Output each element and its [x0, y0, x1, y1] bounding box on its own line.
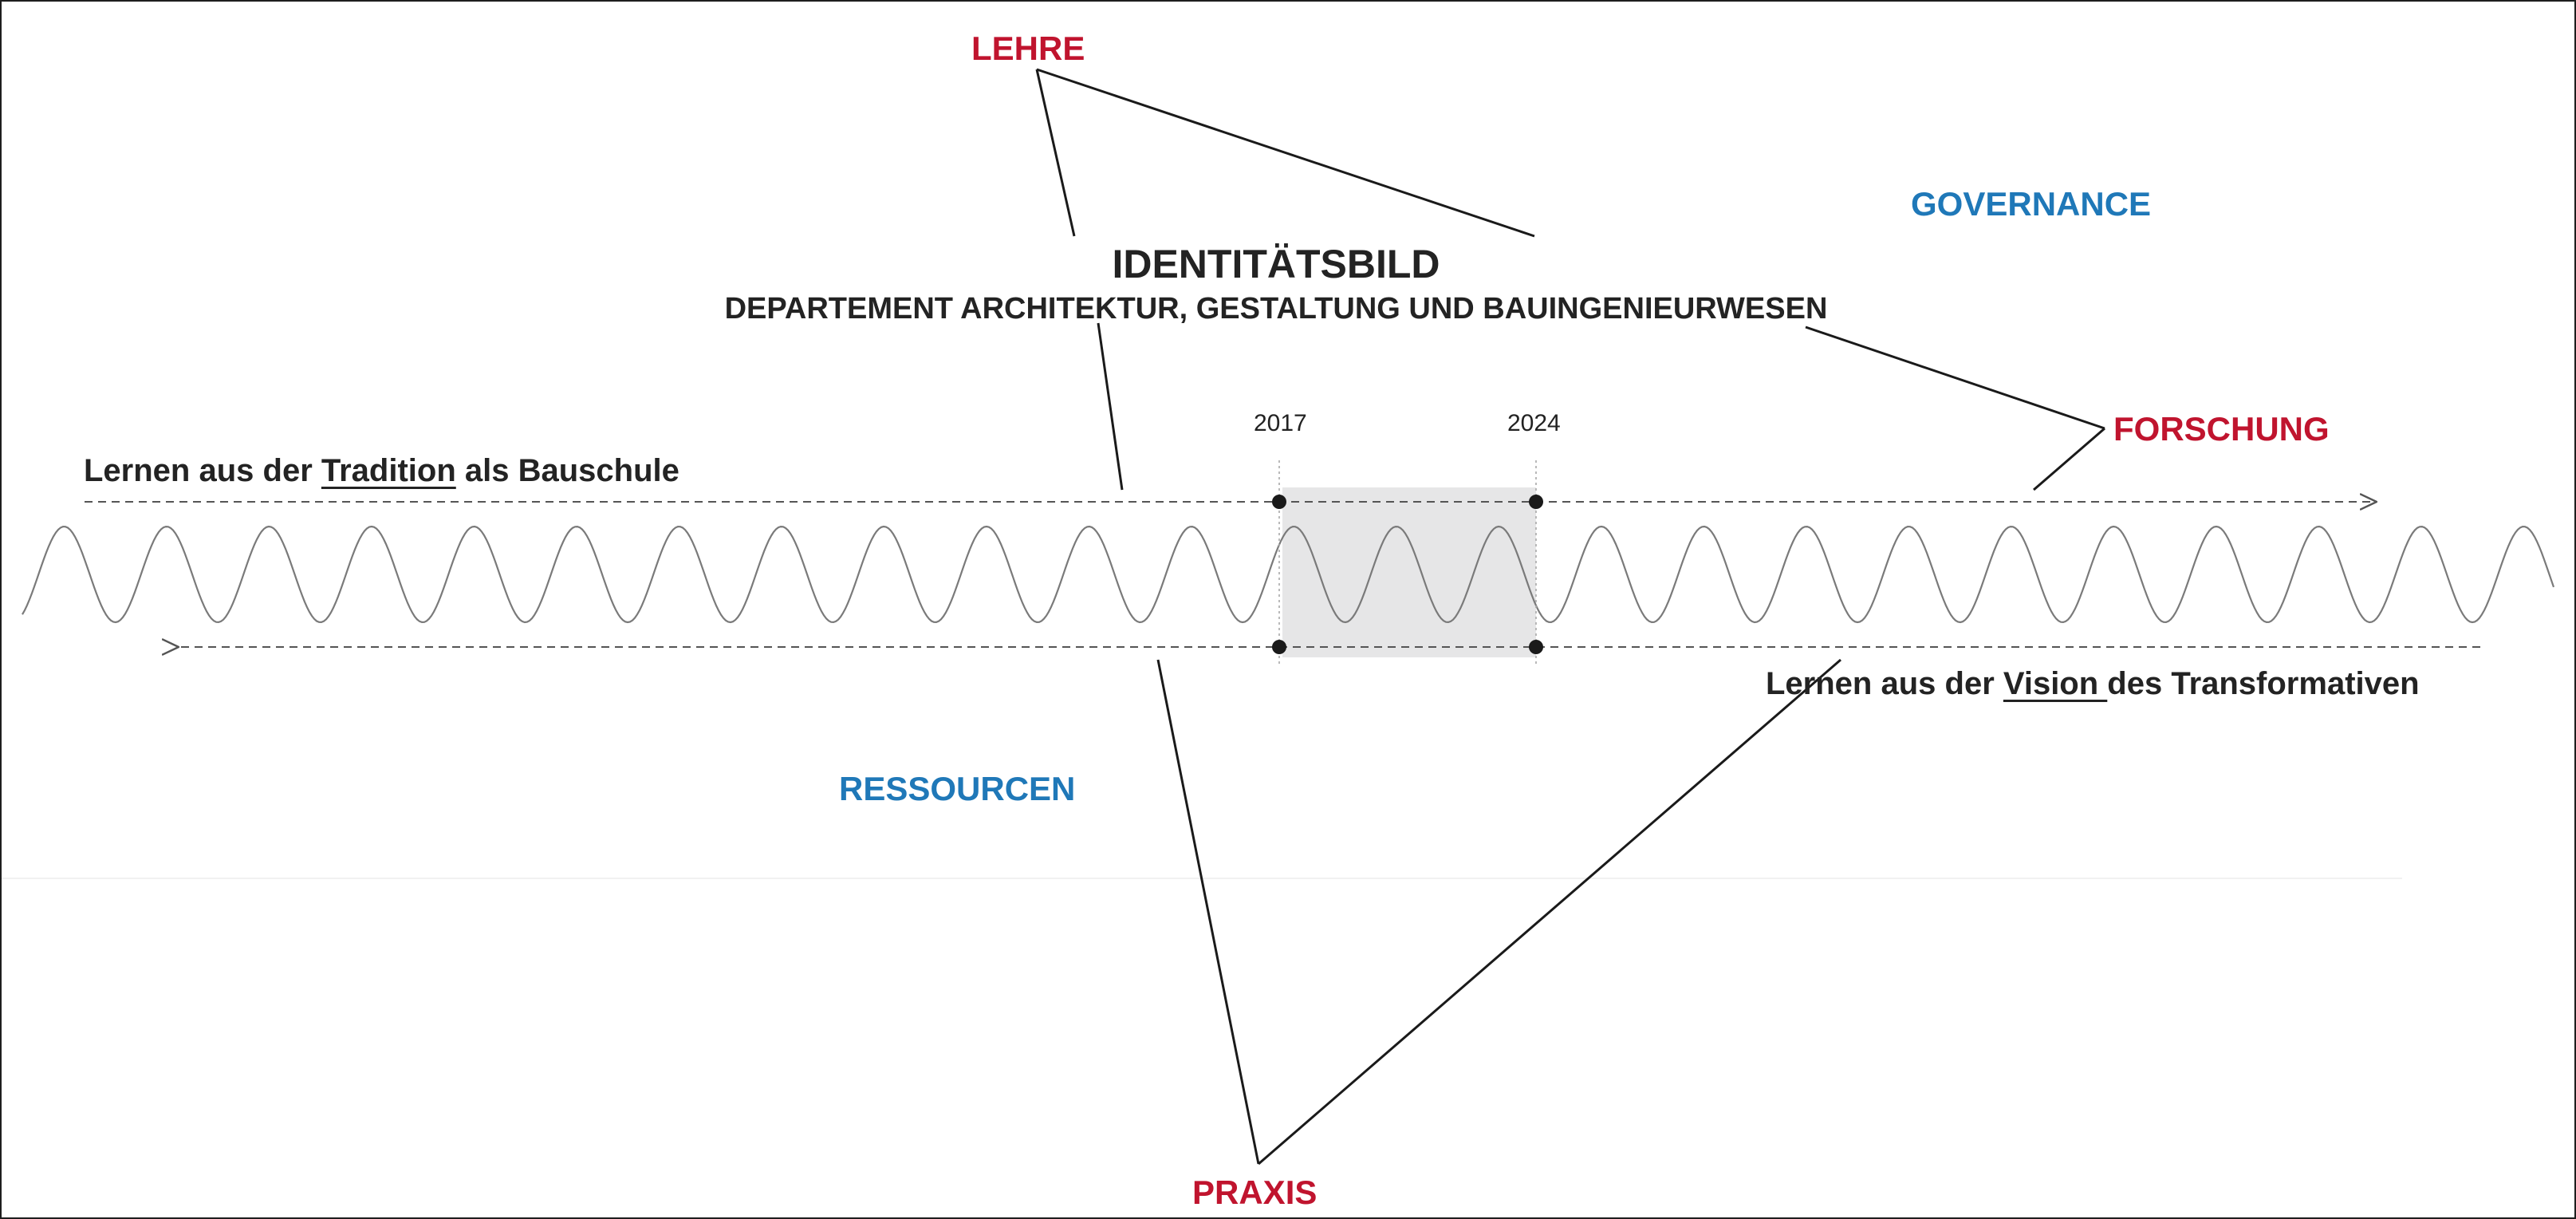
vision-arrow-label: Lernen aus der Vision des Transformative… — [1766, 668, 2420, 700]
tradition-arrow-label: Lernen aus der Tradition als Bauschule — [84, 455, 679, 487]
node-praxis: PRAXIS — [1192, 1174, 1318, 1211]
tradition-label-suffix: als Bauschule — [455, 453, 679, 488]
forschung-connector-lower — [2033, 427, 2105, 491]
marker-2024-bottom — [1529, 640, 1543, 654]
node-forschung: FORSCHUNG — [2113, 410, 2330, 448]
lehre-triangle-left-edge-lower — [1097, 322, 1124, 491]
vision-label-prefix: Lernen aus der — [1766, 666, 2003, 701]
vision-keyword: Vision — [2003, 666, 2108, 701]
period-highlight — [1282, 487, 1536, 657]
forschung-connector-upper — [1805, 325, 2105, 430]
marker-2017-bottom — [1272, 640, 1286, 654]
lehre-triangle-top-edge — [1036, 68, 1535, 238]
praxis-triangle-left-edge — [1156, 659, 1260, 1165]
page-subtitle: DEPARTEMENT ARCHITEKTUR, GESTALTUNG UND … — [724, 292, 1828, 325]
node-ressourcen: RESSOURCEN — [839, 770, 1076, 807]
vision-label-suffix: des Transformativen — [2107, 666, 2420, 701]
node-lehre: LEHRE — [971, 30, 1085, 67]
tradition-keyword: Tradition — [321, 453, 456, 488]
praxis-triangle-right-edge — [1258, 658, 1841, 1166]
marker-2024-top — [1529, 495, 1543, 509]
node-governance: GOVERNANCE — [1911, 185, 2152, 223]
lehre-triangle-left-edge — [1035, 69, 1076, 237]
timeline-wave — [22, 525, 2555, 624]
marker-2017-top — [1272, 495, 1286, 509]
page-title: IDENTITÄTSBILD — [1112, 242, 1440, 286]
year-end-label: 2024 — [1507, 410, 1561, 436]
year-start-label: 2017 — [1254, 410, 1307, 436]
tradition-label-prefix: Lernen aus der — [84, 453, 321, 488]
